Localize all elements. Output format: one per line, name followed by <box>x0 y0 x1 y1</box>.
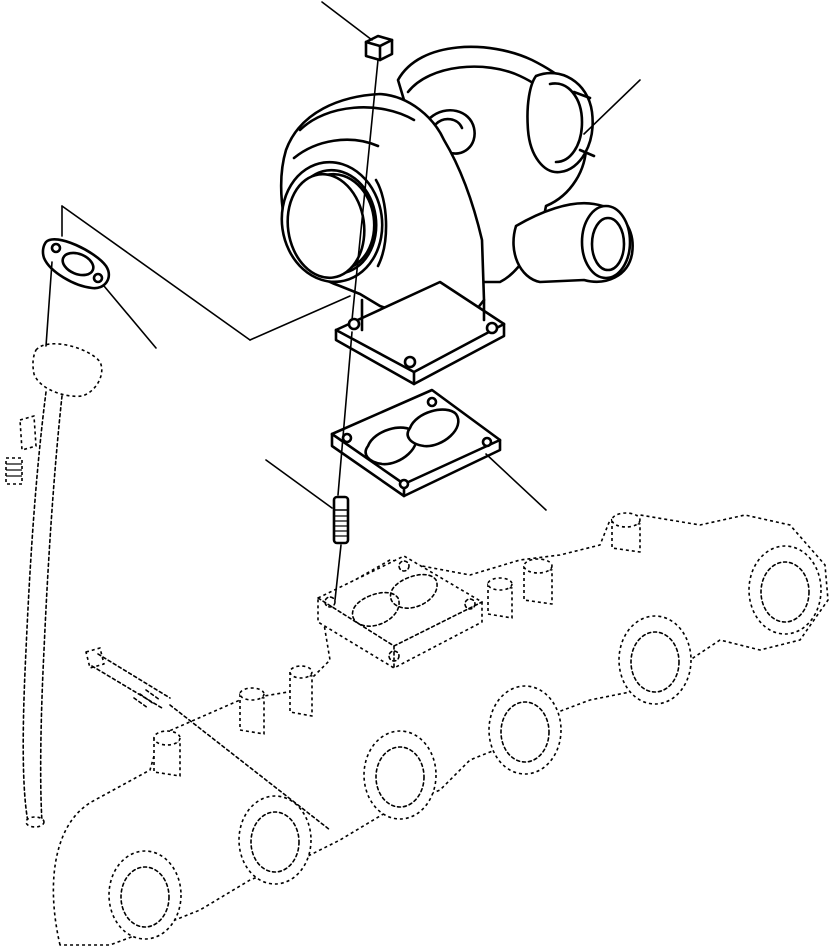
manifold-turbo-flange <box>317 555 483 669</box>
manifold-port-2 <box>618 615 692 705</box>
leader-turbo-gasket <box>485 453 547 511</box>
leader-stud <box>265 459 333 509</box>
manifold-port-1 <box>748 545 822 635</box>
leader-turbocharger <box>583 79 641 135</box>
manifold-port-3 <box>488 685 562 775</box>
oil-supply-gasket <box>41 238 111 347</box>
turbocharger <box>279 45 634 386</box>
leader-lines <box>61 1 641 511</box>
manifold-port-4 <box>363 730 437 820</box>
stud-thread <box>333 515 349 537</box>
turbine-housing <box>279 92 486 322</box>
manifold-port-6 <box>108 850 182 940</box>
stud <box>332 495 350 601</box>
manifold-bosses <box>153 512 641 777</box>
compressor-housing <box>396 45 634 284</box>
oil-return-tube <box>5 342 103 828</box>
turbo-mounting-gasket <box>330 388 502 498</box>
exhaust-manifold <box>52 512 829 946</box>
leader-nut <box>321 1 373 41</box>
manifold-port-5 <box>238 795 312 885</box>
turbine-flange <box>334 280 506 386</box>
tube-fitting <box>5 457 23 485</box>
flange-nut <box>337 34 394 496</box>
leader-group-bracket <box>61 205 351 341</box>
leader-oil-gasket <box>103 285 157 349</box>
mounting-bolt <box>85 647 331 831</box>
